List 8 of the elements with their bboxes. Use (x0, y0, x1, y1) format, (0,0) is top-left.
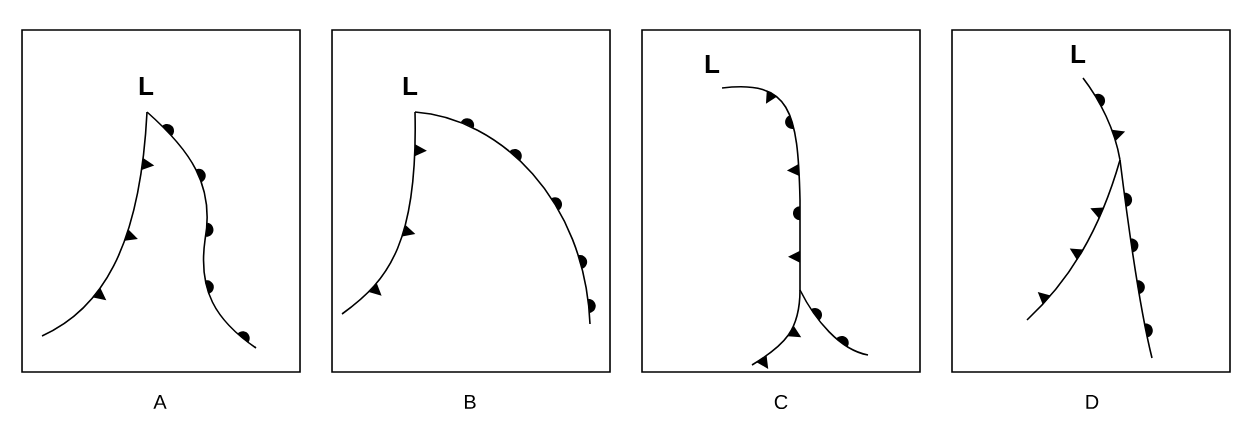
low-pressure-label: L (705, 55, 720, 73)
low-pressure-label: L (403, 77, 418, 95)
low-pressure-label: L (139, 77, 154, 95)
panel-caption: D (1086, 395, 1099, 409)
panel-caption: A (153, 395, 167, 409)
low-pressure-label: L (1071, 45, 1086, 63)
panel-caption: B (465, 395, 476, 409)
panel-caption: C (774, 394, 788, 410)
